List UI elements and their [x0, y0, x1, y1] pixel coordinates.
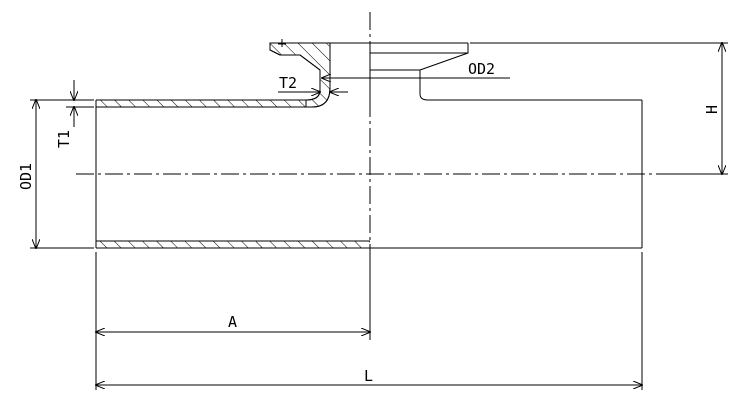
dimension-H-label: H: [703, 105, 721, 114]
dimension-OD1-label: OD1: [17, 163, 35, 190]
dimension-OD2-label: OD2: [468, 60, 495, 78]
gasket-groove: [278, 39, 286, 47]
top-wall-hatch: [96, 100, 306, 107]
dimension-L: [96, 252, 642, 390]
bottom-wall-hatch: [96, 241, 370, 248]
dimension-H: [470, 43, 728, 174]
dimension-T2-label: T2: [279, 74, 297, 92]
dimension-OD1: [30, 100, 94, 248]
dimension-A: [96, 252, 370, 390]
dimension-T1: [66, 80, 94, 127]
dimension-T1-label: T1: [55, 130, 73, 148]
branch-ferrule: [269, 39, 469, 108]
dimension-L-label: L: [364, 367, 373, 385]
main-pipe: [95, 99, 643, 249]
ferrule-right-outline: [370, 43, 469, 101]
dimension-A-label: A: [228, 313, 237, 331]
